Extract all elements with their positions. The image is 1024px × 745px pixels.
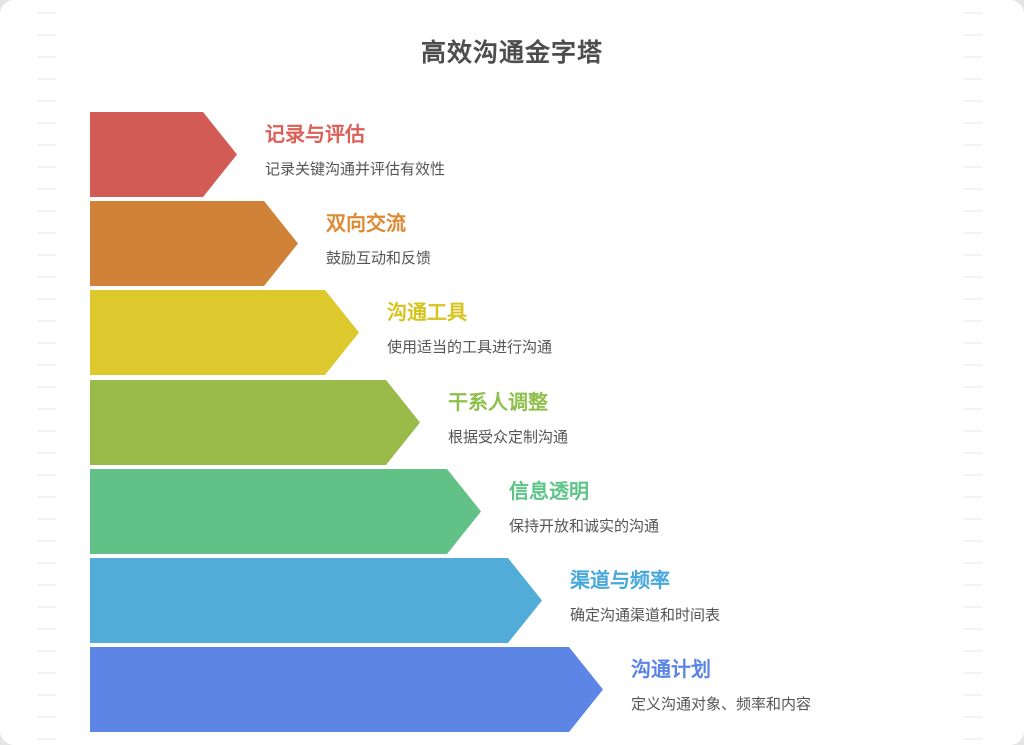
level-arrow-shape: [90, 201, 298, 286]
level-title: 双向交流: [326, 213, 406, 235]
level-title: 信息透明: [509, 481, 589, 503]
level-text-block: 信息透明 保持开放和诚实的沟通: [509, 469, 659, 537]
level-description: 根据受众定制沟通: [448, 429, 569, 446]
level-arrow-shape: [90, 558, 542, 643]
level-description: 定义沟通对象、频率和内容: [631, 696, 812, 713]
level-arrow-shape: [90, 112, 237, 197]
level-description: 使用适当的工具进行沟通: [387, 339, 553, 356]
level-description: 鼓励互动和反馈: [326, 250, 432, 267]
level-title: 记录与评估: [265, 124, 365, 146]
level-title: 干系人调整: [448, 392, 548, 414]
level-text-block: 记录与评估 记录关键沟通并评估有效性: [265, 112, 445, 180]
level-arrow-shape: [90, 647, 603, 732]
page-title: 高效沟通金字塔: [420, 39, 603, 67]
level-description: 记录关键沟通并评估有效性: [265, 161, 446, 178]
level-description: 确定沟通渠道和时间表: [570, 607, 721, 624]
level-arrow-shape: [90, 290, 359, 375]
level-arrow-shape: [90, 380, 420, 465]
level-arrow-shape: [90, 469, 481, 554]
level-title: 沟通计划: [631, 659, 711, 681]
level-description: 保持开放和诚实的沟通: [509, 518, 660, 535]
left-dash-pattern: [37, 4, 56, 745]
level-text-block: 沟通计划 定义沟通对象、频率和内容: [631, 647, 811, 715]
level-title: 渠道与频率: [570, 570, 670, 592]
level-text-block: 沟通工具 使用适当的工具进行沟通: [387, 290, 552, 358]
right-dash-pattern: [963, 4, 982, 745]
level-text-block: 双向交流 鼓励互动和反馈: [326, 201, 431, 269]
level-text-block: 渠道与频率 确定沟通渠道和时间表: [570, 558, 720, 626]
level-title: 沟通工具: [387, 302, 467, 324]
level-text-block: 干系人调整 根据受众定制沟通: [448, 380, 568, 448]
